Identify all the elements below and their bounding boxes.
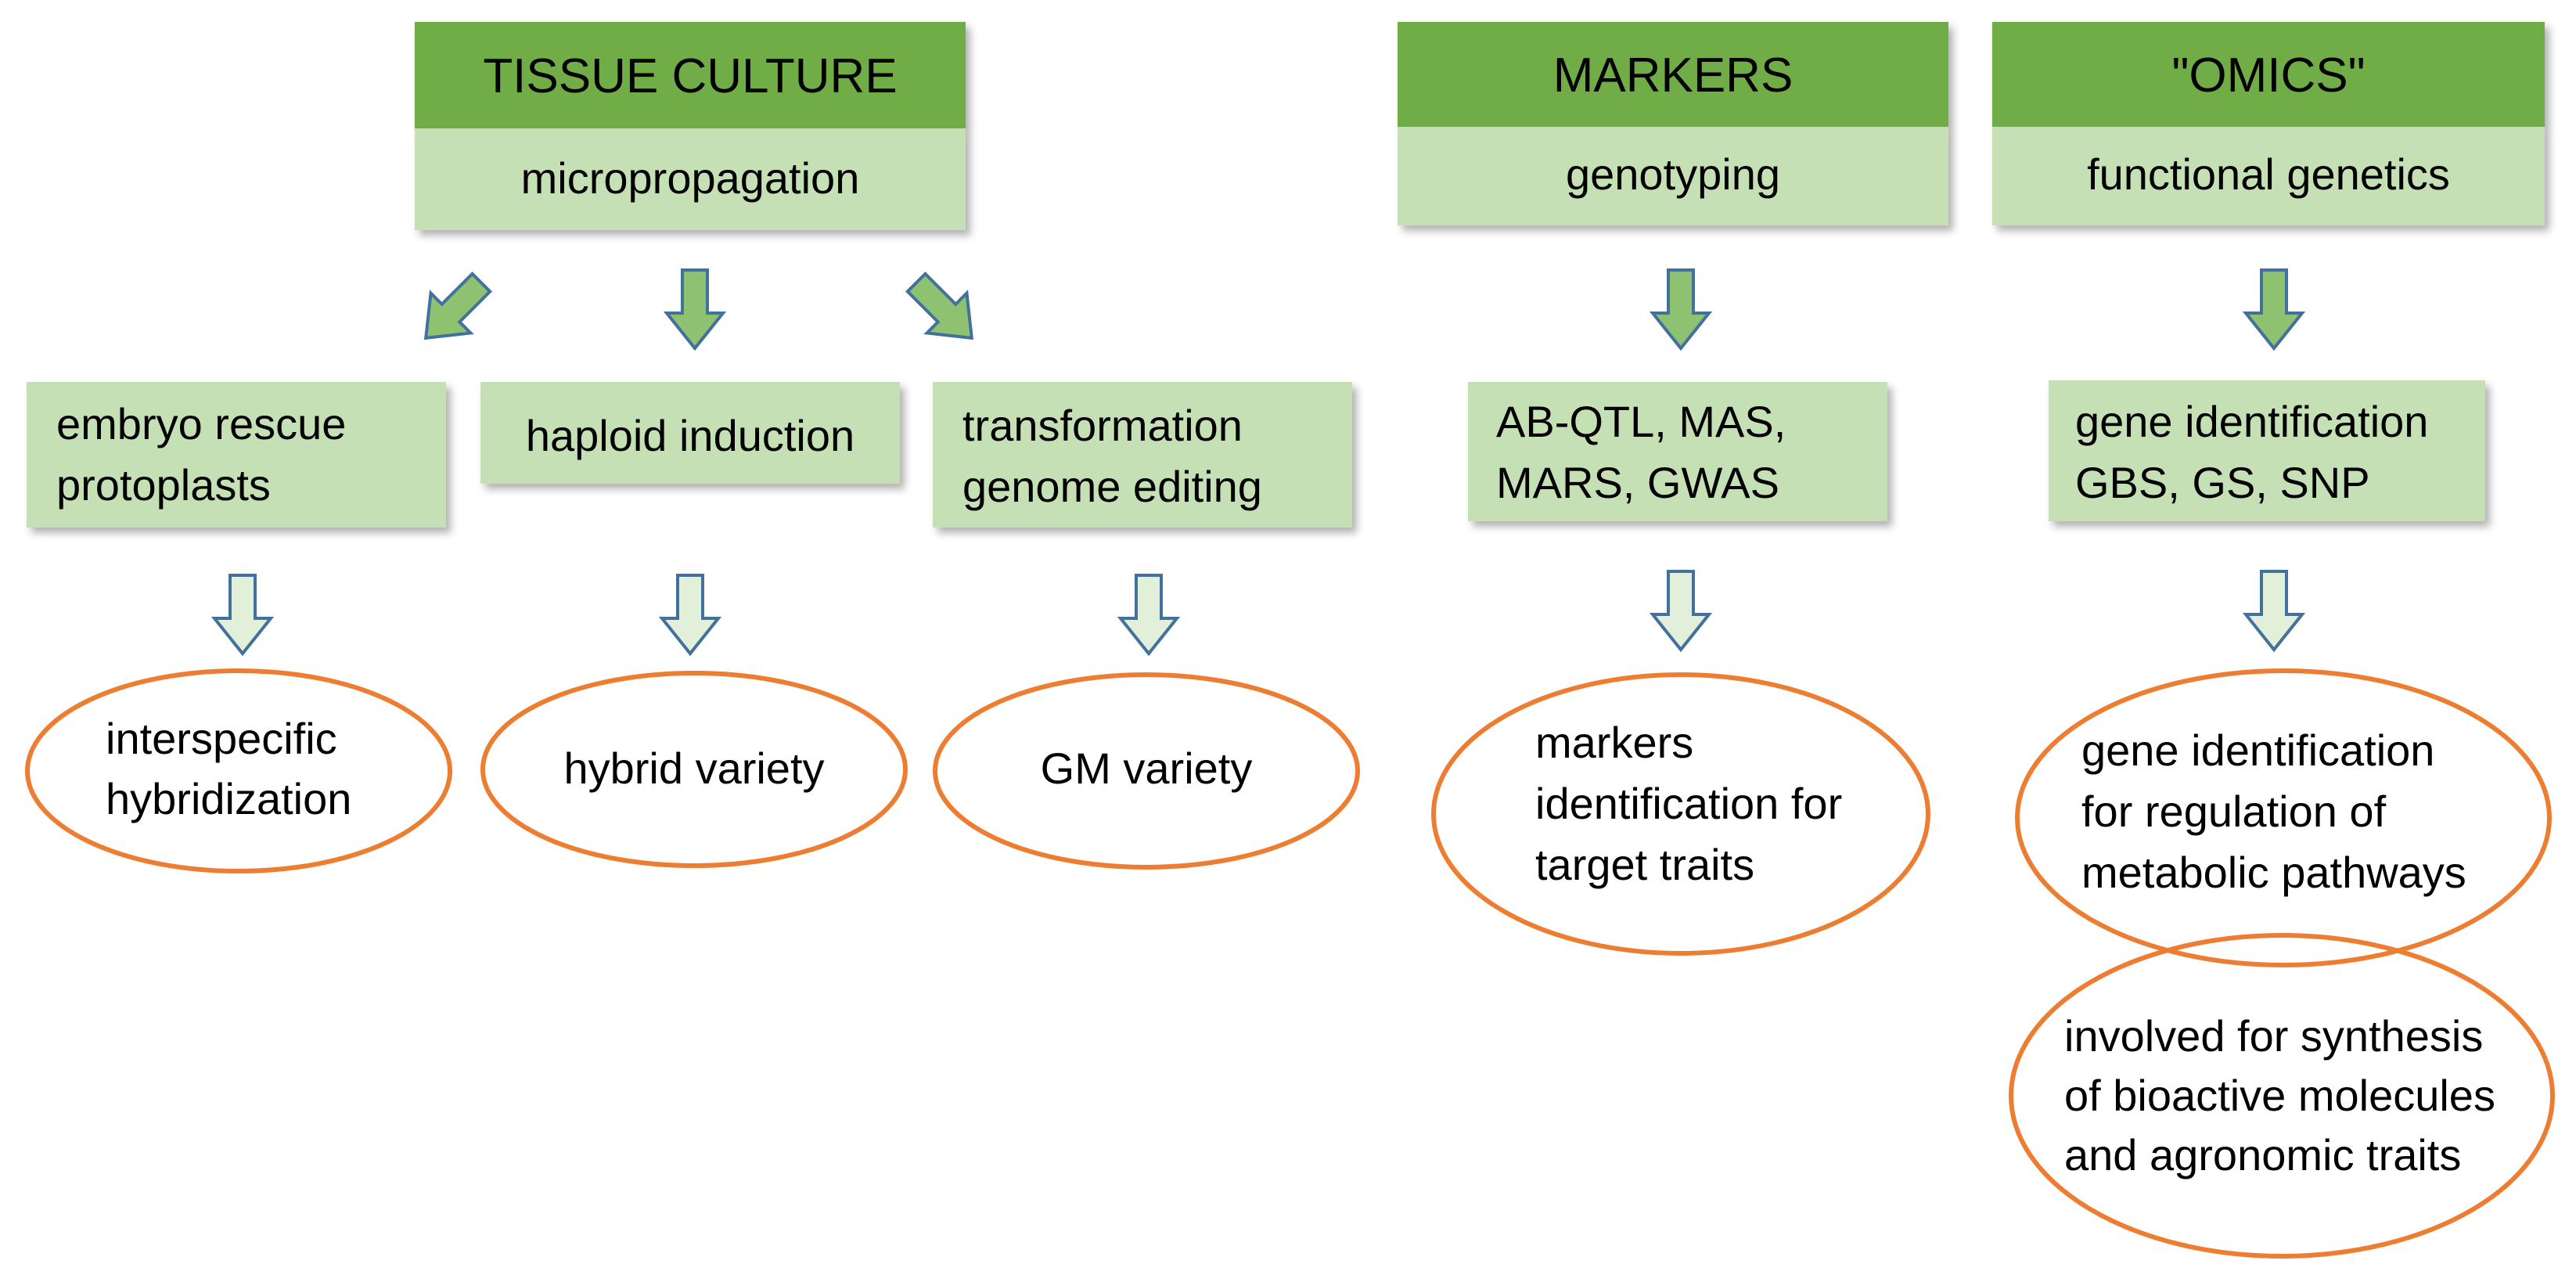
interspecific-hybridization-oval [25,668,452,873]
markers-identification-oval [1431,672,1930,956]
bioactive-molecules-line-1: involved for synthesis [2064,1011,2483,1061]
arrow-to-gene-identification-box [2242,268,2306,351]
gm-variety-text: GM variety [1041,744,1253,793]
arrow-to-markers-identification [1649,570,1713,653]
omics-column: "OMICS" functional genetics gene identif… [1992,22,2555,1259]
transformation-line-1: transformation [962,401,1243,450]
bioactive-molecules-line-3: and agronomic traits [2064,1130,2461,1180]
tissue-culture-header-text: TISSUE CULTURE [483,49,897,103]
gene-identification-box-line-1: gene identification [2075,397,2428,446]
markers-header-box [1398,22,1948,127]
gene-regulation-line-1: gene identification [2081,726,2434,775]
haploid-induction-box [480,382,900,484]
arrow-to-haploid-induction [663,268,727,351]
arrow-to-hybrid-variety [658,574,722,657]
arrow-to-gene-regulation [2242,570,2306,653]
arrow-to-gm-variety [1117,574,1181,657]
markers-identification-line-3: target traits [1535,840,1754,889]
transformation-line-2: genome editing [962,462,1262,511]
omics-header-box [1992,22,2545,127]
embryo-rescue-line-1: embryo rescue [56,399,346,448]
hybrid-variety-oval [480,671,908,868]
interspecific-hybridization-line-1: interspecific [106,714,337,763]
genotyping-box [1398,127,1948,225]
tissue-culture-header-box [415,22,966,128]
ab-qtl-line-2: MARS, GWAS [1496,458,1779,507]
gene-regulation-line-3: metabolic pathways [2081,848,2466,897]
haploid-induction-text: haploid induction [526,411,854,460]
functional-genetics-box [1992,127,2545,225]
micropropagation-text: micropropagation [521,153,860,203]
interspecific-hybridization-line-2: hybridization [106,774,351,823]
markers-column: MARKERS genotyping AB-QTL, MAS, MARS, GW… [1398,22,1948,956]
markers-identification-line-2: identification for [1535,779,1842,828]
micropropagation-box [415,128,966,230]
ab-qtl-box [1468,382,1887,521]
ab-qtl-line-1: AB-QTL, MAS, [1496,397,1786,446]
tissue-culture-column: TISSUE CULTURE micropropagation embryo r… [25,22,1360,873]
bioactive-molecules-line-2: of bioactive molecules [2064,1071,2495,1120]
arrow-to-interspecific-hybridization [210,574,275,657]
genotyping-text: genotyping [1566,149,1780,199]
gene-regulation-line-2: for regulation of [2081,787,2387,836]
embryo-rescue-box [27,382,446,528]
bioactive-molecules-oval [2009,933,2555,1259]
transformation-box [933,382,1352,528]
omics-header-text: "OMICS" [2171,49,2365,103]
arrow-to-ab-qtl-box [1649,268,1713,351]
arrow-to-embryo-rescue [423,271,493,340]
markers-header-text: MARKERS [1553,49,1793,103]
hybrid-variety-text: hybrid variety [563,744,824,793]
gene-identification-box [2049,380,2485,521]
markers-identification-line-1: markers [1535,718,1693,767]
functional-genetics-text: functional genetics [2087,149,2450,199]
gene-identification-box-line-2: GBS, GS, SNP [2075,458,2370,507]
embryo-rescue-line-2: protoplasts [56,460,271,510]
gm-variety-oval [933,672,1360,870]
gene-regulation-oval [2015,668,2552,967]
arrow-to-transformation [905,271,974,340]
